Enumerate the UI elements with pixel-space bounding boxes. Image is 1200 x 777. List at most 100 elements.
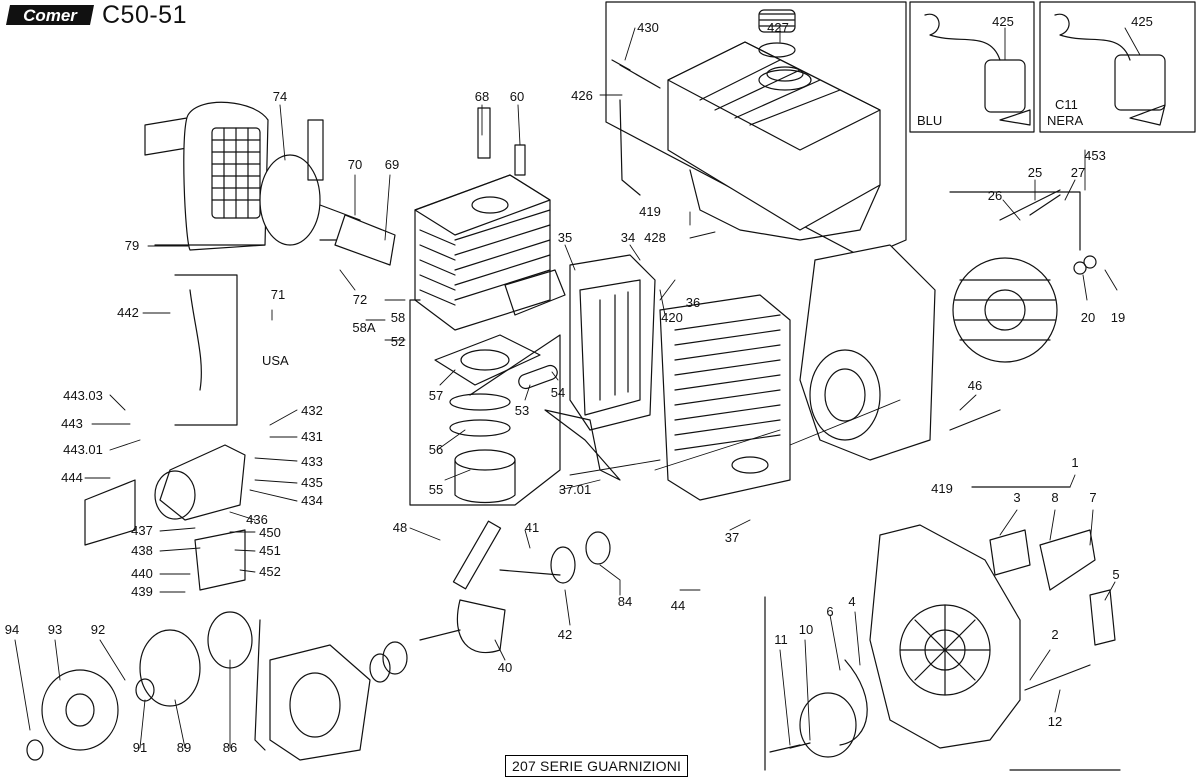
- callout-93: 93: [47, 622, 63, 637]
- callout-54: 54: [550, 385, 566, 400]
- callout-432: 432: [301, 403, 323, 418]
- gasket-set-label: 207 SERIE GUARNIZIONI: [505, 755, 689, 777]
- brand-logo-text: Comer: [23, 6, 78, 25]
- callout-6: 6: [826, 604, 834, 619]
- callout-4: 4: [848, 594, 856, 609]
- crankcase: [254, 619, 371, 761]
- piston: [449, 364, 558, 504]
- callout-74: 74: [272, 89, 288, 104]
- callout-420: 420: [661, 310, 683, 325]
- leader-lines: [14, 27, 1141, 749]
- callout-426: 426: [571, 88, 593, 103]
- callout-435: 435: [301, 475, 323, 490]
- callout-10: 10: [798, 622, 814, 637]
- callout-58a: 58A: [352, 320, 376, 335]
- callout-26: 26: [987, 188, 1003, 203]
- callout-19: 19: [1110, 310, 1126, 325]
- callout-37: 37: [724, 530, 740, 545]
- callout-44: 44: [670, 598, 686, 613]
- carburettor: [259, 119, 396, 266]
- fuel-tank-box: [605, 1, 907, 259]
- callout-12: 12: [1047, 714, 1063, 729]
- model-title: C50-51: [102, 0, 187, 29]
- callout-55: 55: [428, 482, 444, 497]
- nera-label: NERA: [1047, 113, 1084, 128]
- callout-437: 437: [131, 523, 153, 538]
- air-filter-assembly: [144, 101, 269, 251]
- callout-419-top: 419: [639, 204, 661, 219]
- piston-kit-bracket: [409, 299, 561, 506]
- callout-70: 70: [347, 157, 363, 172]
- callout-35: 35: [557, 230, 573, 245]
- cylinder: [414, 107, 551, 331]
- c11-label: C11: [1055, 97, 1078, 112]
- gaskets: [434, 269, 566, 386]
- callout-7: 7: [1089, 490, 1097, 505]
- comer-logo: Comer: [6, 5, 94, 25]
- muffler: [544, 254, 791, 501]
- callout-60: 60: [509, 89, 525, 104]
- callout-79: 79: [124, 238, 140, 253]
- callout-53: 53: [514, 403, 530, 418]
- callout-443-03: 443.03: [63, 388, 103, 403]
- carburettor-parts: [84, 274, 246, 591]
- callout-431: 431: [301, 429, 323, 444]
- callout-42: 42: [557, 627, 573, 642]
- callout-92: 92: [90, 622, 106, 637]
- callout-427: 427: [767, 20, 789, 35]
- callout-440: 440: [131, 566, 153, 581]
- callout-443-01: 443.01: [63, 442, 103, 457]
- callout-8: 8: [1051, 490, 1059, 505]
- callout-1: 1: [1071, 455, 1079, 470]
- callout-91: 91: [132, 740, 148, 755]
- callout-34: 34: [620, 230, 636, 245]
- callout-11: 11: [774, 632, 788, 647]
- callout-27: 27: [1070, 165, 1086, 180]
- callout-72: 72: [352, 292, 368, 307]
- callout-451: 451: [259, 543, 281, 558]
- callout-5: 5: [1112, 567, 1120, 582]
- callout-425-blu: 425: [992, 14, 1014, 29]
- callout-442: 442: [117, 305, 139, 320]
- callout-25: 25: [1027, 165, 1043, 180]
- callout-419-starter: 419: [931, 481, 953, 496]
- callout-444: 444: [61, 470, 83, 485]
- callout-439: 439: [131, 584, 153, 599]
- crankshaft: [369, 520, 611, 683]
- callout-52: 52: [390, 334, 406, 349]
- callout-46: 46: [967, 378, 983, 393]
- callout-56: 56: [428, 442, 444, 457]
- callout-41: 41: [524, 520, 540, 535]
- callout-434: 434: [301, 493, 323, 508]
- callout-3: 3: [1013, 490, 1021, 505]
- callout-68: 68: [474, 89, 490, 104]
- callout-37-01: 37.01: [558, 482, 592, 497]
- callout-69: 69: [384, 157, 400, 172]
- callout-430: 430: [637, 20, 659, 35]
- callout-450: 450: [259, 525, 281, 540]
- callout-443: 443: [61, 416, 83, 431]
- callout-36: 36: [685, 295, 701, 310]
- recoil-starter: [764, 486, 1121, 771]
- callout-57: 57: [428, 388, 444, 403]
- callout-428: 428: [644, 230, 666, 245]
- usa-label: USA: [262, 353, 289, 368]
- callout-436: 436: [246, 512, 268, 527]
- callout-453: 453: [1084, 148, 1106, 163]
- callout-433: 433: [301, 454, 323, 469]
- fan-housing: [799, 189, 1097, 461]
- callout-84: 84: [617, 594, 633, 609]
- callout-20: 20: [1080, 310, 1096, 325]
- callout-452: 452: [259, 564, 281, 579]
- callout-425-nera: 425: [1131, 14, 1153, 29]
- callout-71: 71: [270, 287, 286, 302]
- callout-48: 48: [392, 520, 408, 535]
- callout-89: 89: [176, 740, 192, 755]
- callout-40: 40: [497, 660, 513, 675]
- callout-94: 94: [4, 622, 20, 637]
- blu-label: BLU: [917, 113, 943, 128]
- callout-58: 58: [390, 310, 406, 325]
- header: Comer C50-51: [4, 0, 187, 29]
